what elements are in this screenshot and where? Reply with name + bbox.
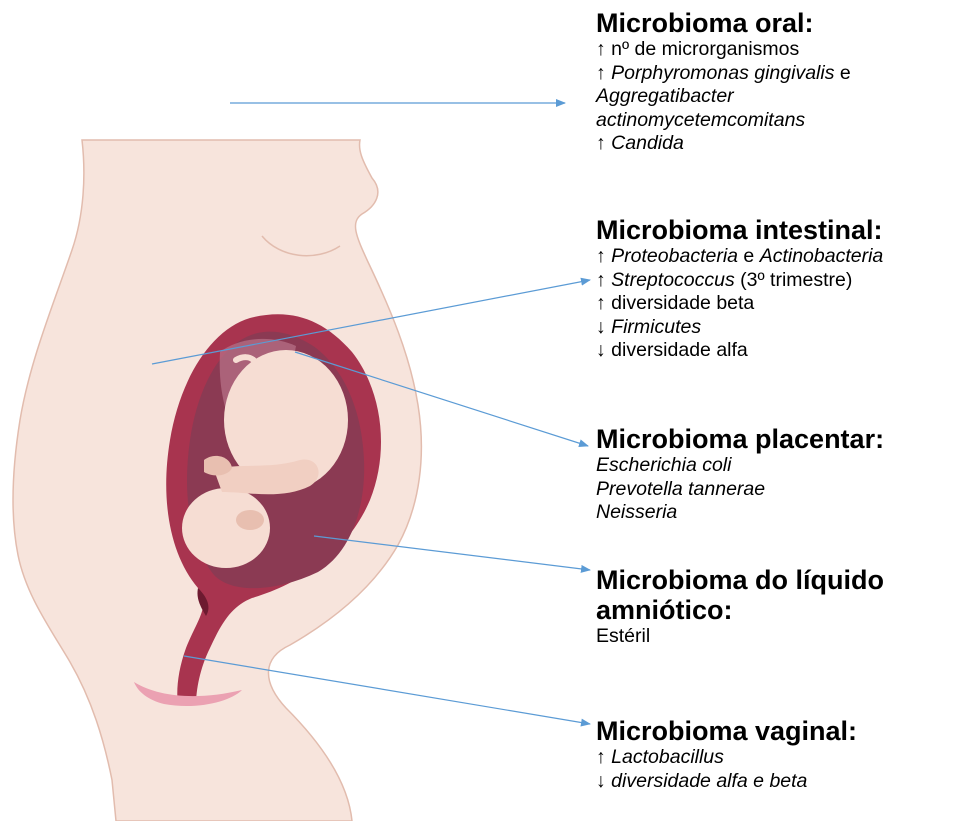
text-line: ↑ nº de microrganismos (596, 38, 851, 62)
text-line: Neisseria (596, 501, 884, 525)
text-line: ↑ Porphyromonas gingivalis e (596, 62, 851, 86)
text-segment: ↑ (596, 746, 611, 768)
italic-text: Porphyromonas gingivalis (611, 62, 834, 84)
amniotic-microbiome-title-line2: amniótico: (596, 595, 884, 625)
text-line: ↑ diversidade beta (596, 292, 883, 316)
oral-microbiome-title: Microbioma oral: (596, 8, 851, 38)
text-line: Prevotella tannerae (596, 478, 884, 502)
italic-text: Firmicutes (611, 316, 701, 338)
amniotic-microbiome-title-line1: Microbioma do líquido (596, 565, 884, 595)
placental-microbiome-lines: Escherichia coliPrevotella tanneraeNeiss… (596, 454, 884, 525)
text-segment: ↑ (596, 245, 611, 267)
text-segment: ↓ (596, 770, 611, 792)
italic-text: Escherichia coli (596, 454, 731, 476)
intestinal-microbiome-title: Microbioma intestinal: (596, 215, 883, 245)
italic-text: actinomycetemcomitans (596, 109, 805, 131)
italic-text: diversidade alfa e beta (611, 770, 807, 792)
text-segment: ↑ (596, 269, 611, 291)
text-line: ↓ Firmicutes (596, 316, 883, 340)
oral-microbiome-block: Microbioma oral: ↑ nº de microrganismos↑… (596, 8, 851, 156)
intestinal-microbiome-lines: ↑ Proteobacteria e Actinobacteria↑ Strep… (596, 245, 883, 363)
amniotic-microbiome-block: Microbioma do líquido amniótico: Estéril (596, 565, 884, 649)
text-line: ↑ Candida (596, 132, 851, 156)
italic-text: Prevotella tannerae (596, 478, 765, 500)
text-segment: ↑ (596, 132, 611, 154)
placental-microbiome-block: Microbioma placentar: Escherichia coliPr… (596, 424, 884, 525)
italic-text: Proteobacteria (611, 245, 738, 267)
intestinal-microbiome-block: Microbioma intestinal: ↑ Proteobacteria … (596, 215, 883, 363)
italic-text: Neisseria (596, 501, 677, 523)
vaginal-microbiome-lines: ↑ Lactobacillus↓ diversidade alfa e beta (596, 746, 857, 793)
text-line: ↑ Proteobacteria e Actinobacteria (596, 245, 883, 269)
vaginal-microbiome-block: Microbioma vaginal: ↑ Lactobacillus↓ div… (596, 716, 857, 793)
text-segment: Estéril (596, 625, 650, 647)
italic-text: Candida (611, 132, 684, 154)
text-line: Escherichia coli (596, 454, 884, 478)
text-line: actinomycetemcomitans (596, 109, 851, 133)
text-line: Estéril (596, 625, 884, 649)
text-segment: ↓ (596, 316, 611, 338)
text-line: ↑ Streptococcus (3º trimestre) (596, 269, 883, 293)
text-line: ↓ diversidade alfa (596, 339, 883, 363)
text-segment: e (738, 245, 760, 267)
text-segment: ↑ (596, 62, 611, 84)
oral-microbiome-lines: ↑ nº de microrganismos↑ Porphyromonas gi… (596, 38, 851, 156)
text-segment: ↑ diversidade beta (596, 292, 754, 314)
amniotic-microbiome-lines: Estéril (596, 625, 884, 649)
vaginal-microbiome-title: Microbioma vaginal: (596, 716, 857, 746)
text-segment: (3º trimestre) (735, 269, 853, 291)
italic-text: Actinobacteria (760, 245, 884, 267)
placental-microbiome-title: Microbioma placentar: (596, 424, 884, 454)
text-segment: ↑ nº de microrganismos (596, 38, 799, 60)
text-segment: e (834, 62, 850, 84)
text-line: ↓ diversidade alfa e beta (596, 770, 857, 794)
italic-text: Streptococcus (611, 269, 735, 291)
text-line: ↑ Lactobacillus (596, 746, 857, 770)
italic-text: Lactobacillus (611, 746, 724, 768)
text-segment: ↓ diversidade alfa (596, 339, 748, 361)
italic-text: Aggregatibacter (596, 85, 734, 107)
text-line: Aggregatibacter (596, 85, 851, 109)
